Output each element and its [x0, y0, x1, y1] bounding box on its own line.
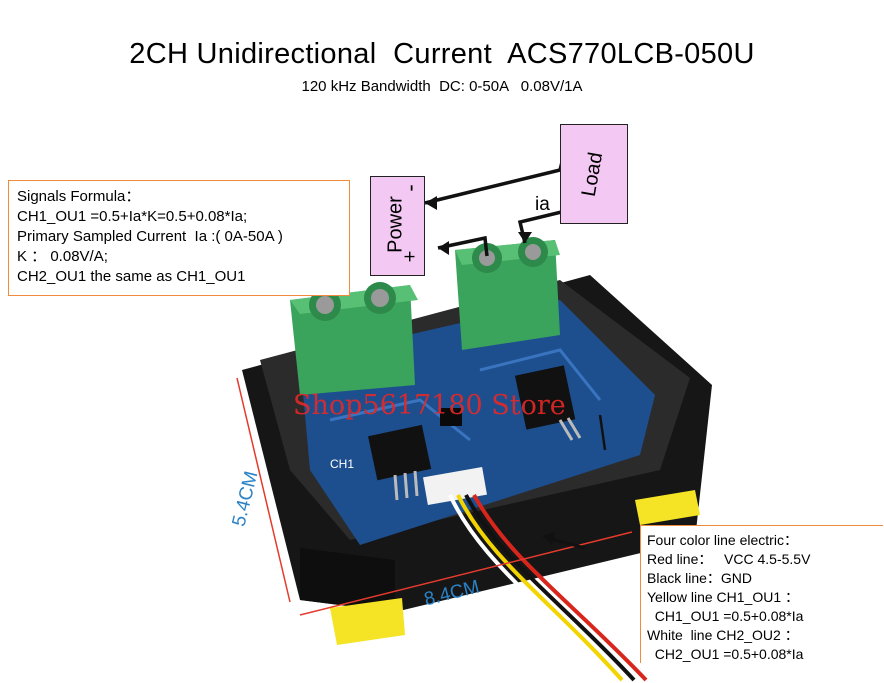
wire-legend-line: CH1_OU1 =0.5+0.08*Ia [647, 608, 804, 624]
wire-connector [423, 467, 487, 505]
terminal-block-1 [290, 282, 418, 395]
wire-red [472, 494, 648, 682]
wire-legend-line: Black line：GND [647, 570, 753, 586]
wire-yellow [456, 494, 624, 682]
wire-black [464, 494, 636, 682]
wire-white [448, 494, 612, 682]
arrow-ia [518, 232, 532, 243]
arrow-minus [425, 196, 437, 210]
formula-line: CH2_OU1 the same as CH1_OU1 [17, 268, 246, 285]
terminal-block-2 [455, 237, 560, 350]
power-plus-label: + [399, 250, 422, 263]
foot-right [635, 490, 700, 525]
formula-line: CH1_OU1 =0.5+Ia*K=0.5+0.08*Ia; [17, 208, 248, 225]
ic-chip [440, 408, 462, 426]
formula-line: Primary Sampled Current Ia :( 0A-50A ) [17, 228, 283, 245]
wire-legend-line: White line CH2_OU2 ： [647, 627, 799, 643]
ch1-silkscreen: CH1 [330, 457, 355, 471]
sensor-chip-1 [368, 424, 432, 481]
wire-legend-line: Red line： VCC 4.5-5.5V [647, 551, 811, 567]
wire-pointer [547, 536, 586, 550]
current-ia-label: ia [535, 194, 550, 215]
load-label: Load [577, 150, 608, 199]
enclosure-side [300, 548, 395, 612]
chip-legs [393, 417, 582, 501]
page-title: 2CH Unidirectional Current ACS770LCB-050… [129, 38, 755, 70]
chip-pointer [598, 414, 607, 451]
load-label-box: Load [560, 124, 628, 224]
pcb-trace [329, 348, 602, 442]
power-label-box: Power - + [370, 176, 425, 276]
formula-line: Signals Formula： [17, 188, 141, 205]
foot-left [330, 598, 405, 645]
formula-callout: Signals Formula： CH1_OU1 =0.5+Ia*K=0.5+0… [8, 180, 350, 296]
power-minus-label: - [397, 184, 423, 192]
arrow-plus [438, 241, 449, 255]
wire-legend-line: Four color line electric： [647, 532, 798, 548]
store-watermark: Shop5617180 Store [293, 390, 566, 421]
page-subtitle: 120 kHz Bandwidth DC: 0-50A 0.08V/1A [301, 78, 583, 95]
wire-legend: Four color line electric： Red line： VCC … [640, 525, 883, 663]
wire-legend-line: CH2_OU1 =0.5+0.08*Ia [647, 646, 804, 662]
sensor-chip-2 [514, 365, 576, 430]
formula-line: K ： 0.08V/A; [17, 248, 108, 265]
wire-legend-line: Yellow line CH1_OU1 ： [647, 589, 799, 605]
